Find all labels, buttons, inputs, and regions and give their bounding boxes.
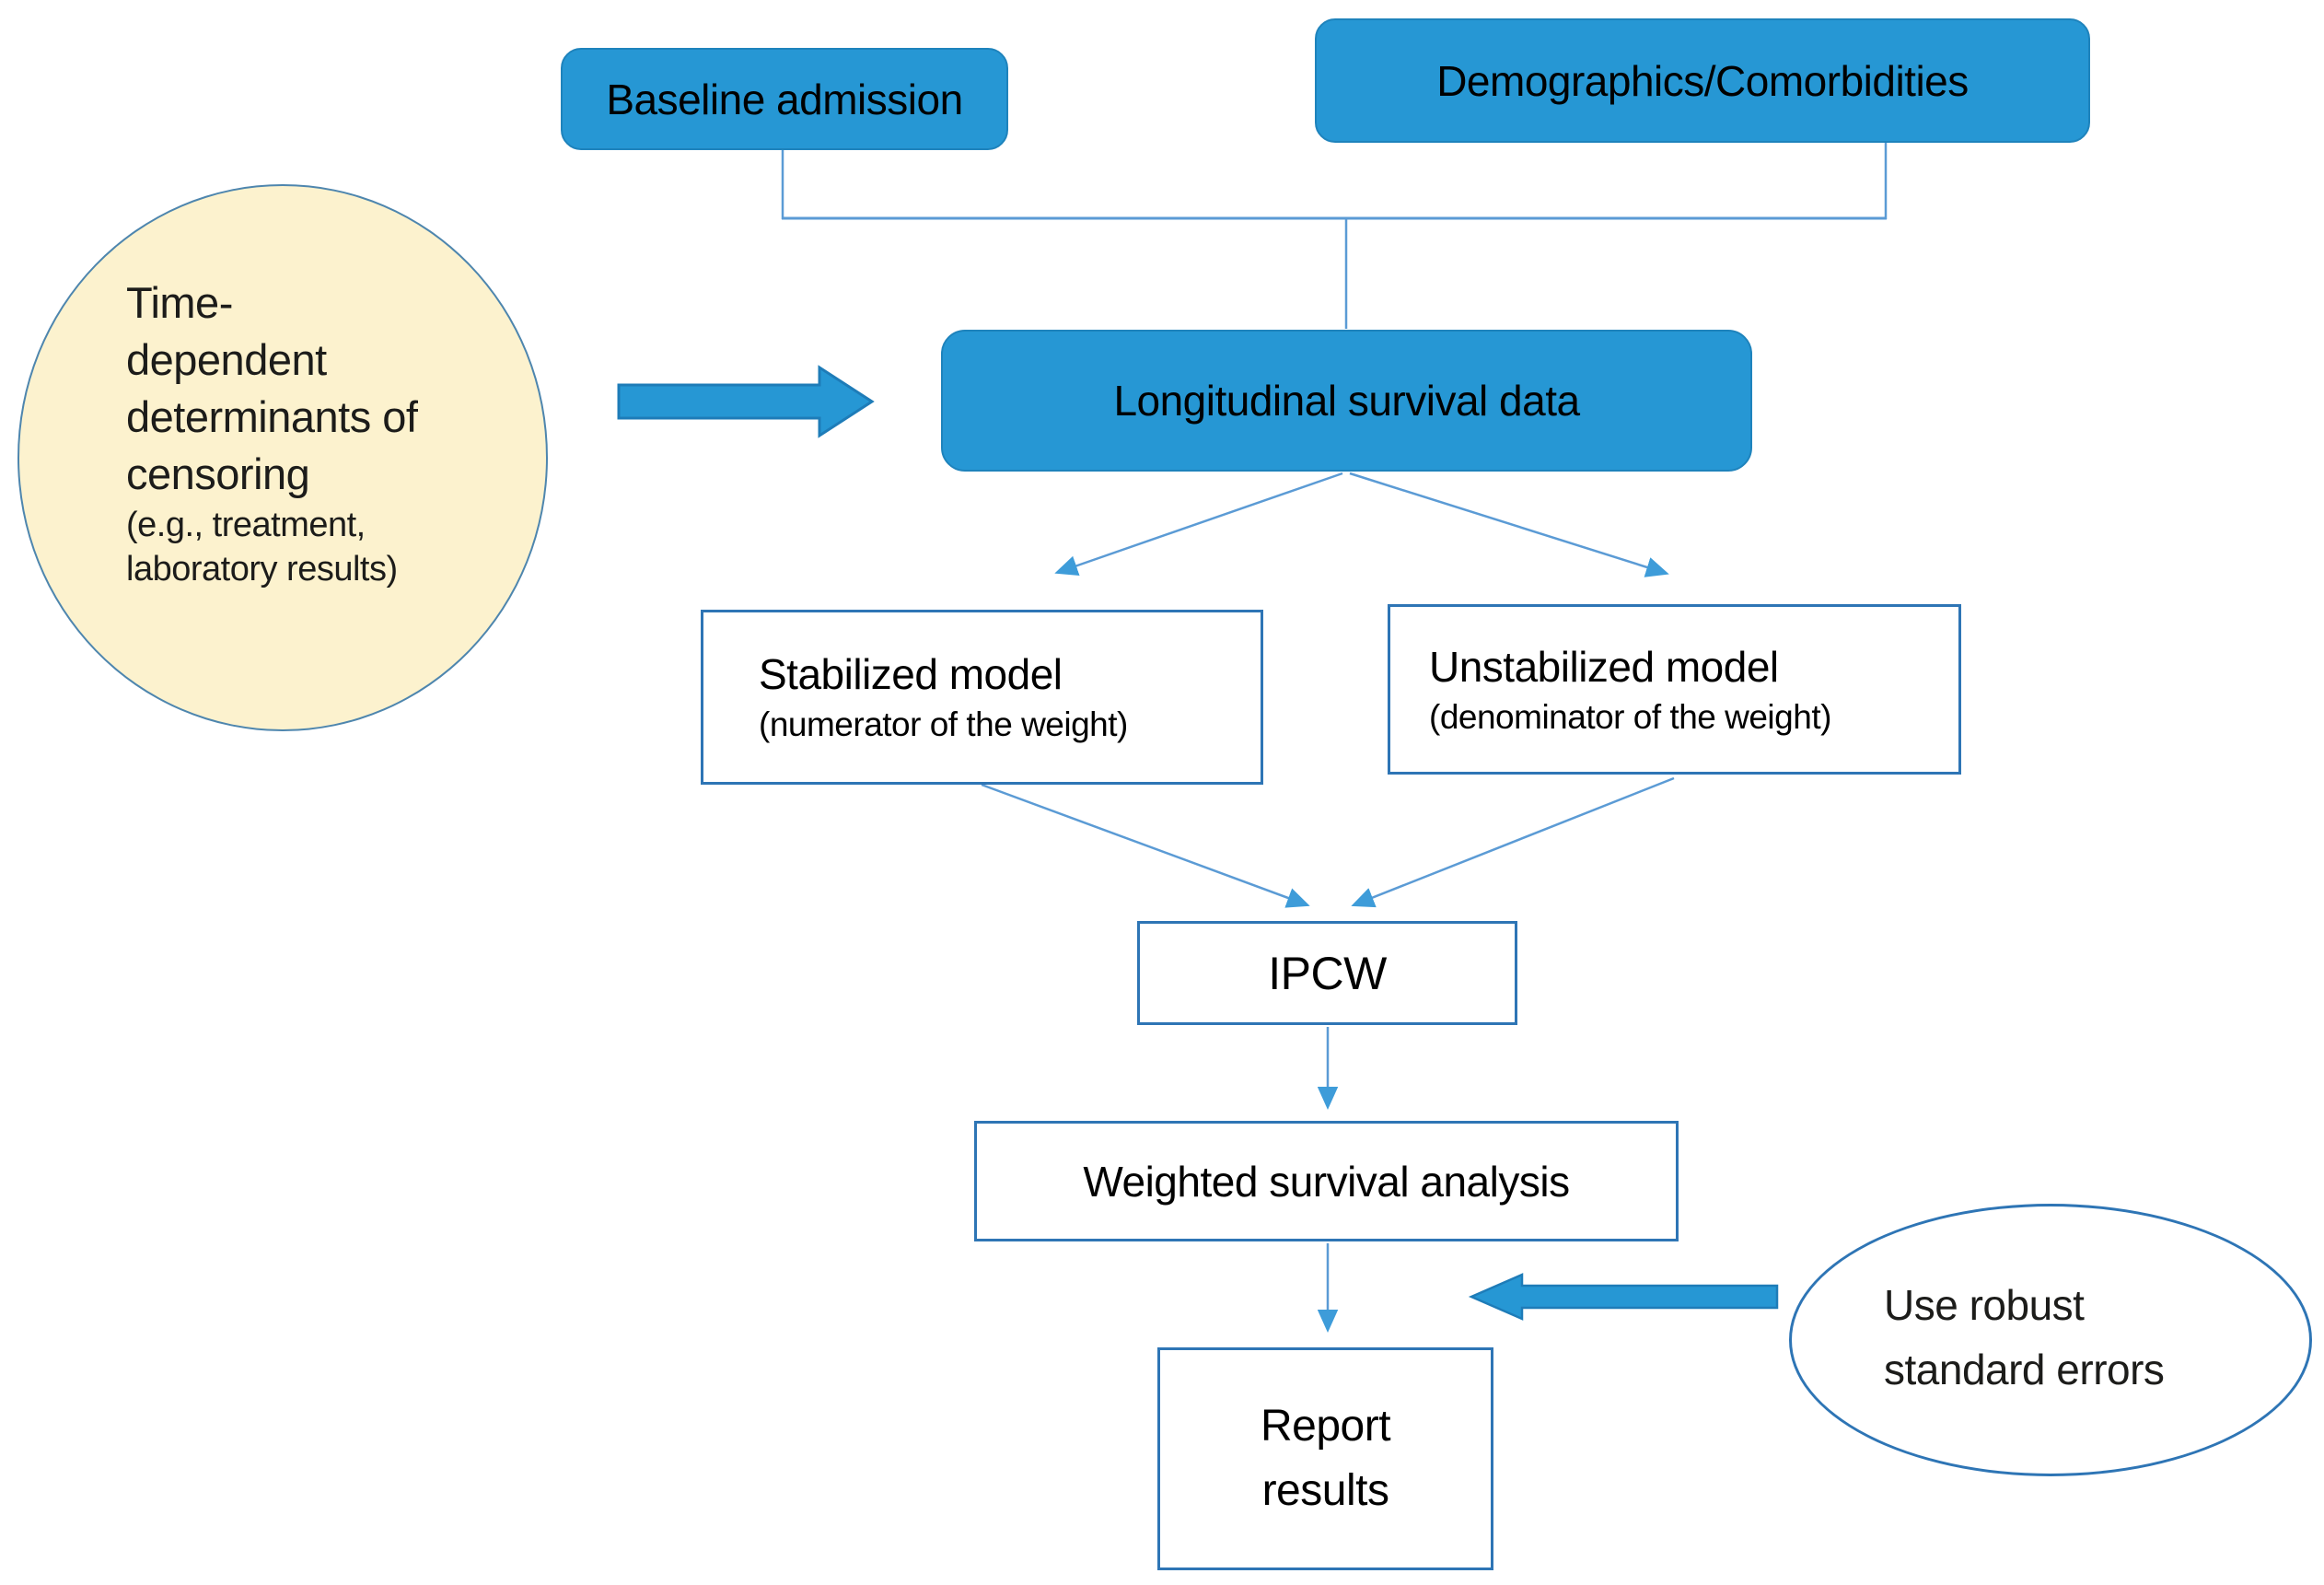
block-arrow-robust-to-flow: [1468, 1273, 1779, 1321]
weighted-survival-analysis-label: Weighted survival analysis: [1083, 1157, 1570, 1206]
stabilized-model-title: Stabilized model: [759, 650, 1063, 698]
arrow-unstabilized-to-ipcw: [1351, 776, 1675, 908]
ellipse-use-robust-standard-errors: Use robust standard errors: [1789, 1204, 2312, 1476]
node-baseline-admission: Baseline admission: [561, 48, 1008, 150]
arrow-longitudinal-to-unstabilized: [1349, 472, 1669, 577]
ipcw-label: IPCW: [1268, 947, 1387, 999]
censoring-text-block: Time- dependent determinants of censorin…: [126, 274, 418, 591]
robust-line-1: Use robust: [1884, 1281, 2085, 1329]
baseline-admission-label: Baseline admission: [606, 75, 963, 123]
censoring-line-4: censoring: [126, 449, 310, 498]
arrow-stabilized-to-ipcw: [981, 783, 1310, 908]
censoring-line-3: determinants of: [126, 392, 418, 441]
censoring-line-2: dependent: [126, 335, 327, 384]
censoring-note-1: (e.g., treatment,: [126, 506, 366, 544]
block-arrow-censoring-to-longitudinal: [617, 365, 875, 438]
censoring-note-2: laboratory results): [126, 550, 398, 589]
unstabilized-model-subtitle: (denominator of the weight): [1429, 697, 1831, 736]
robust-text-block: Use robust standard errors: [1884, 1273, 2165, 1402]
robust-line-2: standard errors: [1884, 1346, 2165, 1393]
node-ipcw: IPCW: [1137, 921, 1517, 1025]
ellipse-time-dependent-censoring: Time- dependent determinants of censorin…: [17, 184, 548, 731]
demographics-comorbidities-label: Demographics/Comorbidities: [1436, 56, 1969, 105]
report-results-line2: results: [1261, 1466, 1389, 1515]
node-demographics-comorbidities: Demographics/Comorbidities: [1315, 18, 2090, 143]
unstabilized-model-title: Unstabilized model: [1429, 642, 1779, 691]
censoring-line-1: Time-: [126, 278, 233, 327]
longitudinal-survival-data-label: Longitudinal survival data: [1113, 377, 1580, 425]
node-longitudinal-survival-data: Longitudinal survival data: [941, 330, 1752, 472]
report-results-line1: Report: [1260, 1402, 1391, 1451]
node-report-results: Report results: [1157, 1347, 1493, 1570]
arrow-longitudinal-to-stabilized: [1054, 472, 1343, 577]
node-weighted-survival-analysis: Weighted survival analysis: [974, 1121, 1679, 1241]
node-unstabilized-model: Unstabilized model (denominator of the w…: [1388, 604, 1961, 775]
stabilized-model-subtitle: (numerator of the weight): [759, 705, 1128, 743]
node-stabilized-model: Stabilized model (numerator of the weigh…: [701, 610, 1263, 785]
